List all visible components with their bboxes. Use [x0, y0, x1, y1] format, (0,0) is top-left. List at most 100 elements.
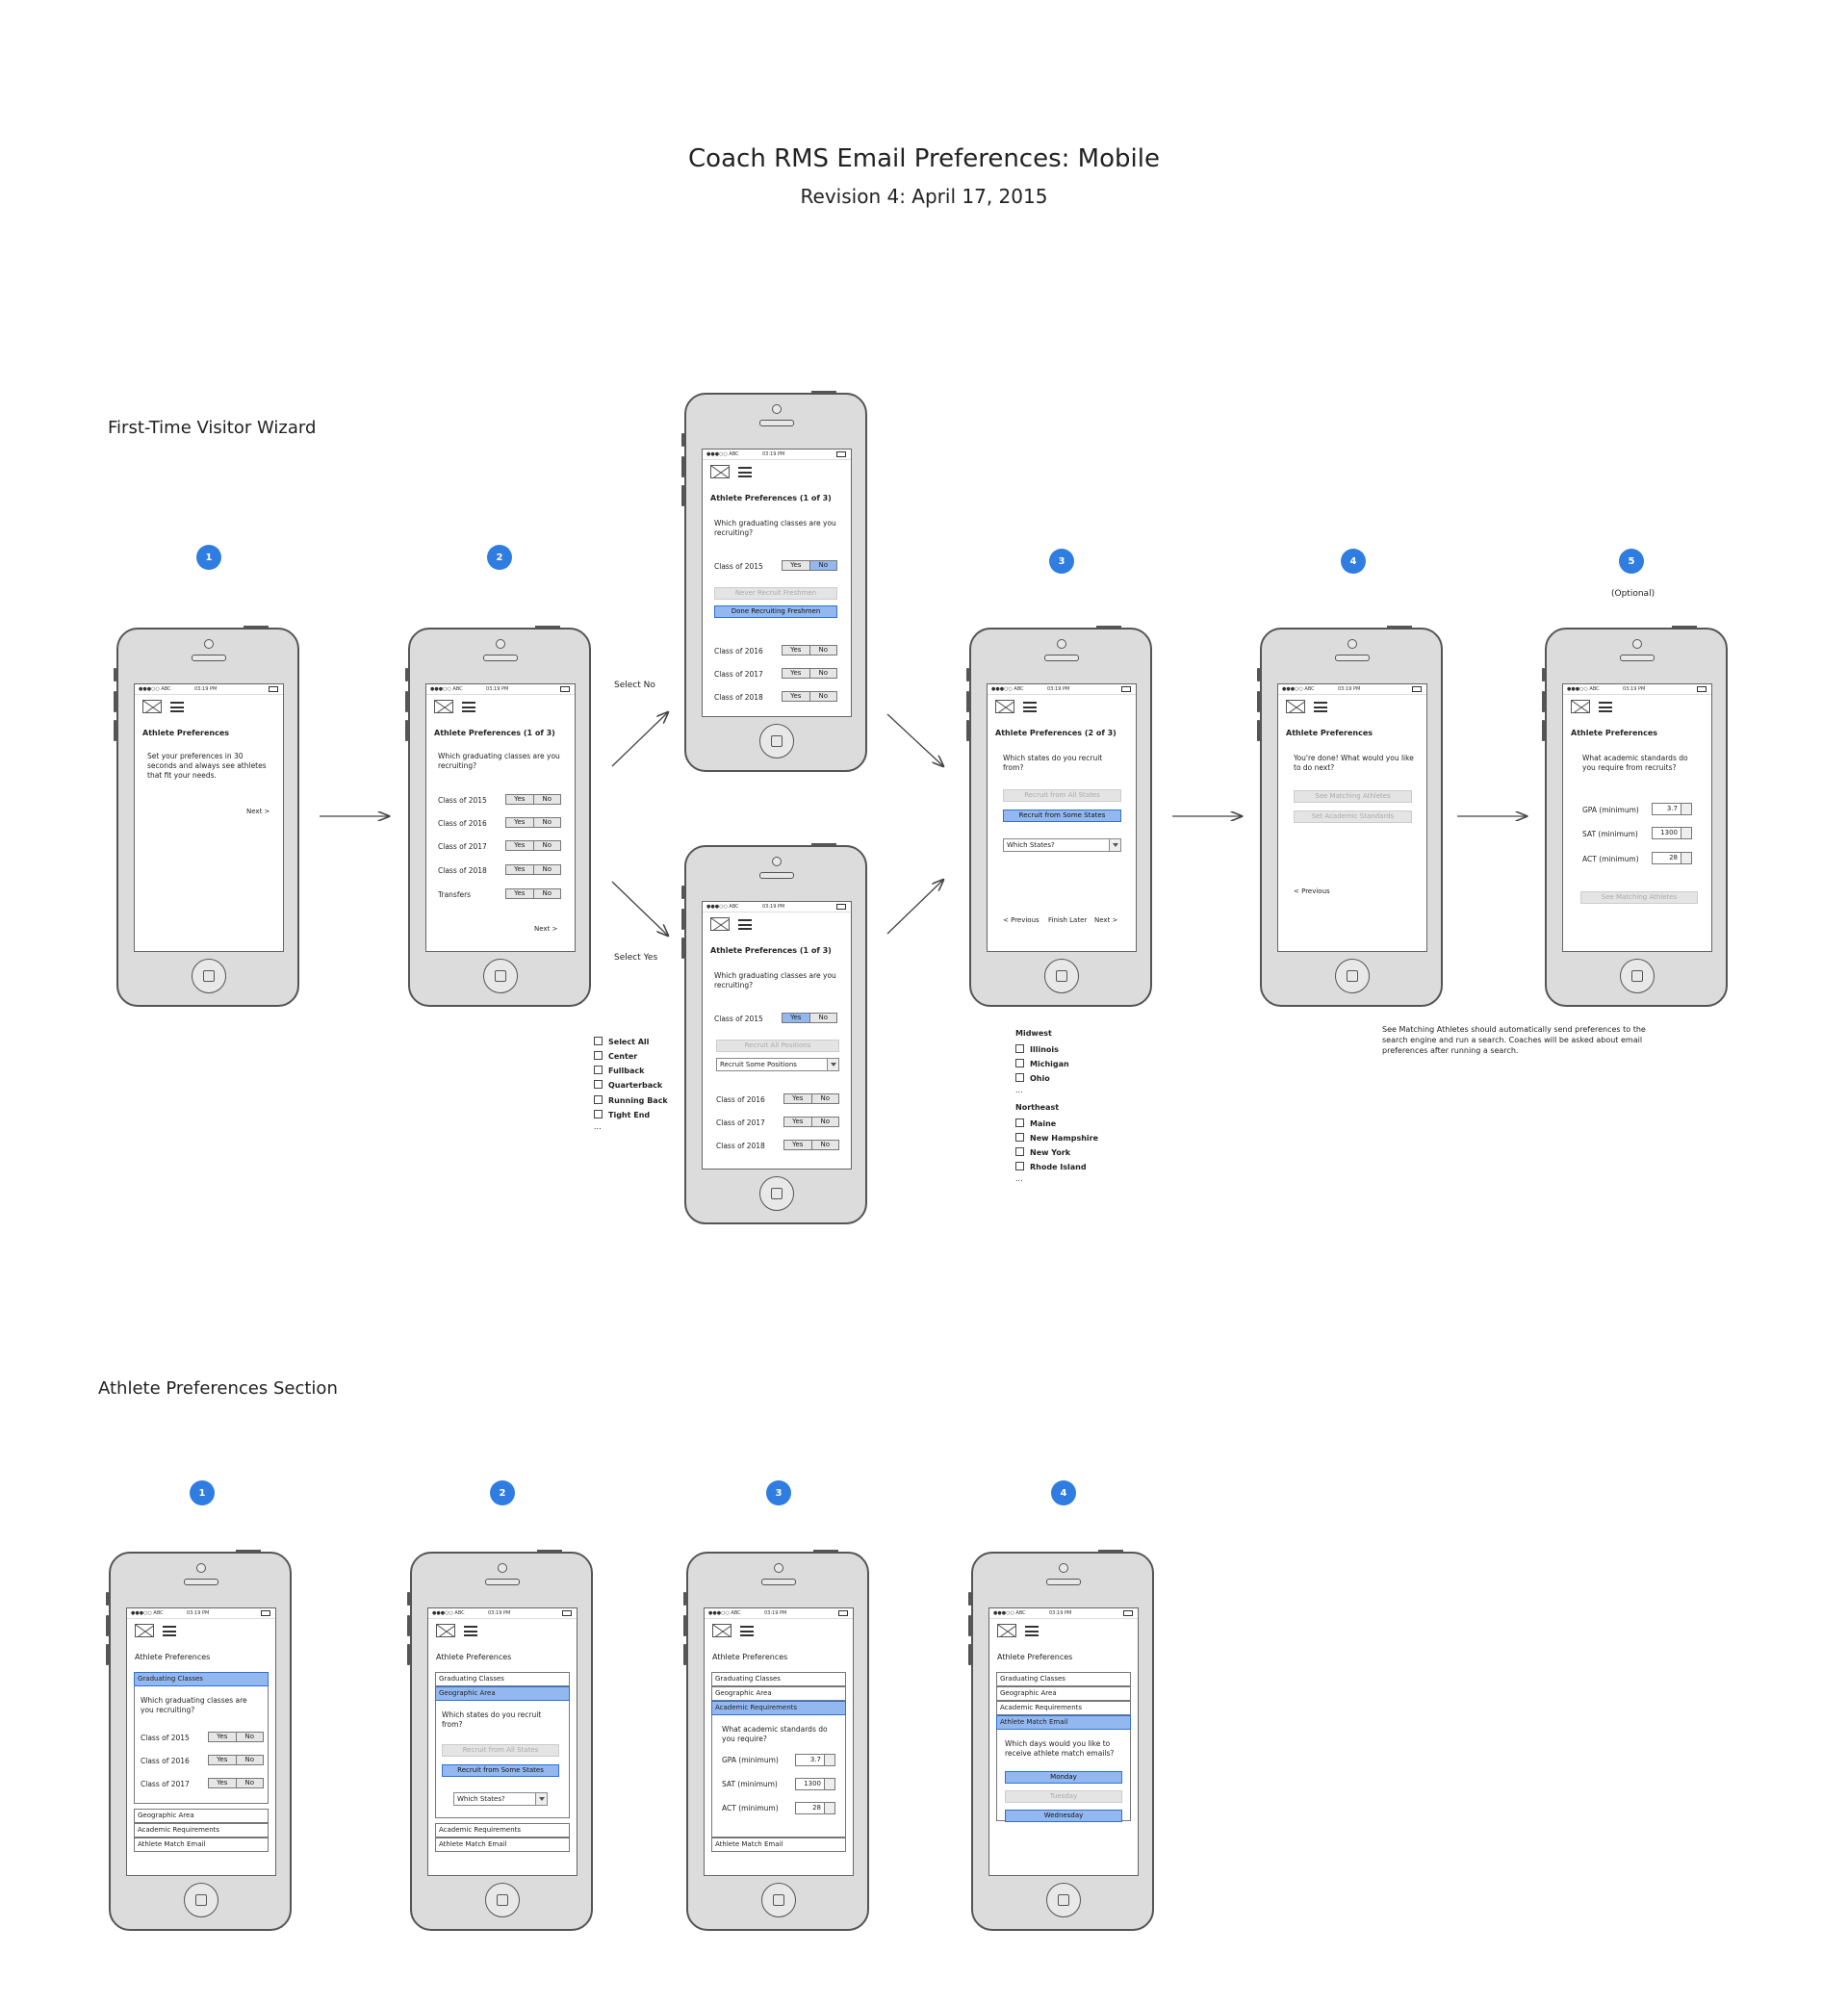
done-text: You're done! What would you like to do n… — [1294, 754, 1414, 772]
sat-stepper[interactable]: 1300 — [1652, 827, 1692, 839]
sat-stepper[interactable]: 1300 — [795, 1778, 835, 1790]
accordion-graduating-classes[interactable]: Graduating Classes — [711, 1672, 846, 1686]
hamburger-menu-icon[interactable] — [738, 467, 752, 477]
day-monday-button[interactable]: Monday — [1005, 1771, 1122, 1784]
act-stepper[interactable]: 28 — [795, 1802, 835, 1814]
position-checkbox[interactable]: Center — [594, 1051, 637, 1061]
gpa-stepper[interactable]: 3.7 — [1652, 803, 1692, 815]
finish-later-link[interactable]: Finish Later — [1048, 916, 1088, 924]
accordion-athlete-match-email[interactable]: Athlete Match Email — [996, 1715, 1131, 1730]
hamburger-menu-icon[interactable] — [740, 1626, 754, 1636]
state-checkbox[interactable]: Rhode Island — [1015, 1162, 1087, 1171]
which-states-select[interactable]: Which States? — [453, 1792, 548, 1806]
accordion-athlete-match-email[interactable]: Athlete Match Email — [134, 1838, 269, 1852]
which-states-select[interactable]: Which States? — [1003, 838, 1121, 852]
position-checkbox[interactable]: Running Back — [594, 1095, 668, 1105]
position-checkbox[interactable]: Fullback — [594, 1066, 644, 1075]
accordion-graduating-classes[interactable]: Graduating Classes — [996, 1672, 1131, 1686]
state-checkbox[interactable]: Illinois — [1015, 1044, 1059, 1054]
recruit-all-states-button[interactable]: Recruit from All States — [1003, 789, 1121, 802]
section-badge-3: 3 — [766, 1480, 791, 1505]
next-link[interactable]: Next > — [1094, 916, 1118, 924]
hamburger-menu-icon[interactable] — [1023, 702, 1037, 712]
row-label: Class of 2015 — [141, 1734, 190, 1742]
accordion-athlete-match-email[interactable]: Athlete Match Email — [711, 1838, 846, 1852]
accordion-geographic-area[interactable]: Geographic Area — [134, 1809, 269, 1823]
accordion-graduating-classes[interactable]: Graduating Classes — [435, 1672, 570, 1686]
next-link[interactable]: Next > — [246, 808, 270, 815]
gpa-stepper[interactable]: 3.7 — [795, 1754, 835, 1766]
hamburger-menu-icon[interactable] — [1599, 702, 1612, 712]
hamburger-menu-icon[interactable] — [738, 919, 752, 930]
hamburger-menu-icon[interactable] — [170, 702, 184, 712]
set-academic-standards-button[interactable]: Set Academic Standards — [1294, 810, 1412, 823]
question-text: Which graduating classes are you recruit… — [438, 752, 560, 770]
day-tuesday-button[interactable]: Tuesday — [1005, 1790, 1122, 1803]
hamburger-menu-icon[interactable] — [1025, 1626, 1039, 1636]
step-badge-3: 3 — [1049, 549, 1074, 574]
recruit-all-positions-button[interactable]: Recruit All Positions — [716, 1040, 839, 1052]
sat-label: SAT (minimum) — [1582, 830, 1638, 838]
position-checkbox[interactable]: Tight End — [594, 1110, 650, 1119]
accordion-academic-requirements[interactable]: Academic Requirements — [435, 1823, 570, 1838]
recruit-from-some-states-button[interactable]: Recruit from Some States — [442, 1764, 559, 1777]
state-checkbox[interactable]: New York — [1015, 1147, 1070, 1157]
never-recruit-freshmen-button[interactable]: Never Recruit Freshmen — [714, 587, 837, 600]
home-button — [1044, 959, 1079, 993]
done-recruiting-freshmen-button[interactable]: Done Recruiting Freshmen — [714, 605, 837, 618]
accordion-academic-requirements[interactable]: Academic Requirements — [996, 1701, 1131, 1715]
recruit-some-states-button[interactable]: Recruit from Some States — [1003, 810, 1121, 822]
image-placeholder-icon — [997, 1624, 1016, 1637]
hamburger-menu-icon[interactable] — [464, 1626, 477, 1636]
accordion-academic-requirements[interactable]: Academic Requirements — [134, 1823, 269, 1838]
act-stepper[interactable]: 28 — [1652, 852, 1692, 864]
accordion-academic-requirements[interactable]: Academic Requirements — [711, 1701, 846, 1715]
previous-link[interactable]: < Previous — [1003, 916, 1040, 924]
hamburger-menu-icon[interactable] — [462, 702, 475, 712]
state-checkbox[interactable]: Ohio — [1015, 1073, 1050, 1083]
accordion-geographic-area[interactable]: Geographic Area — [435, 1686, 570, 1701]
accordion-graduating-classes[interactable]: Graduating Classes — [134, 1672, 269, 1686]
home-button — [1620, 959, 1655, 993]
sat-label: SAT (minimum) — [722, 1780, 778, 1788]
accordion-athlete-match-email[interactable]: Athlete Match Email — [435, 1838, 570, 1852]
hamburger-menu-icon[interactable] — [163, 1626, 176, 1636]
position-checkbox[interactable]: Quarterback — [594, 1080, 662, 1090]
home-button — [184, 1883, 218, 1917]
recruit-from-all-states-button[interactable]: Recruit from All States — [442, 1744, 559, 1757]
hamburger-menu-icon[interactable] — [1314, 702, 1327, 712]
previous-link[interactable]: < Previous — [1294, 887, 1330, 895]
question-text: Which states do you recruit from? — [1003, 754, 1103, 772]
accordion-geographic-area[interactable]: Geographic Area — [711, 1686, 846, 1701]
next-link[interactable]: Next > — [534, 925, 558, 933]
state-checkbox[interactable]: Michigan — [1015, 1059, 1069, 1068]
accordion-geographic-area[interactable]: Geographic Area — [996, 1686, 1131, 1701]
see-matching-athletes-button[interactable]: See Matching Athletes — [1580, 891, 1698, 904]
see-matching-athletes-button[interactable]: See Matching Athletes — [1294, 790, 1412, 803]
question-text: What academic standards do you require f… — [1582, 754, 1688, 772]
day-wednesday-button[interactable]: Wednesday — [1005, 1810, 1122, 1822]
state-checkbox[interactable]: Maine — [1015, 1118, 1056, 1128]
recruit-some-positions-select[interactable]: Recruit Some Positions — [716, 1058, 839, 1071]
state-checkbox[interactable]: New Hampshire — [1015, 1133, 1098, 1143]
chevron-down-icon — [1109, 839, 1120, 851]
position-checkbox[interactable]: Select All — [594, 1037, 649, 1046]
